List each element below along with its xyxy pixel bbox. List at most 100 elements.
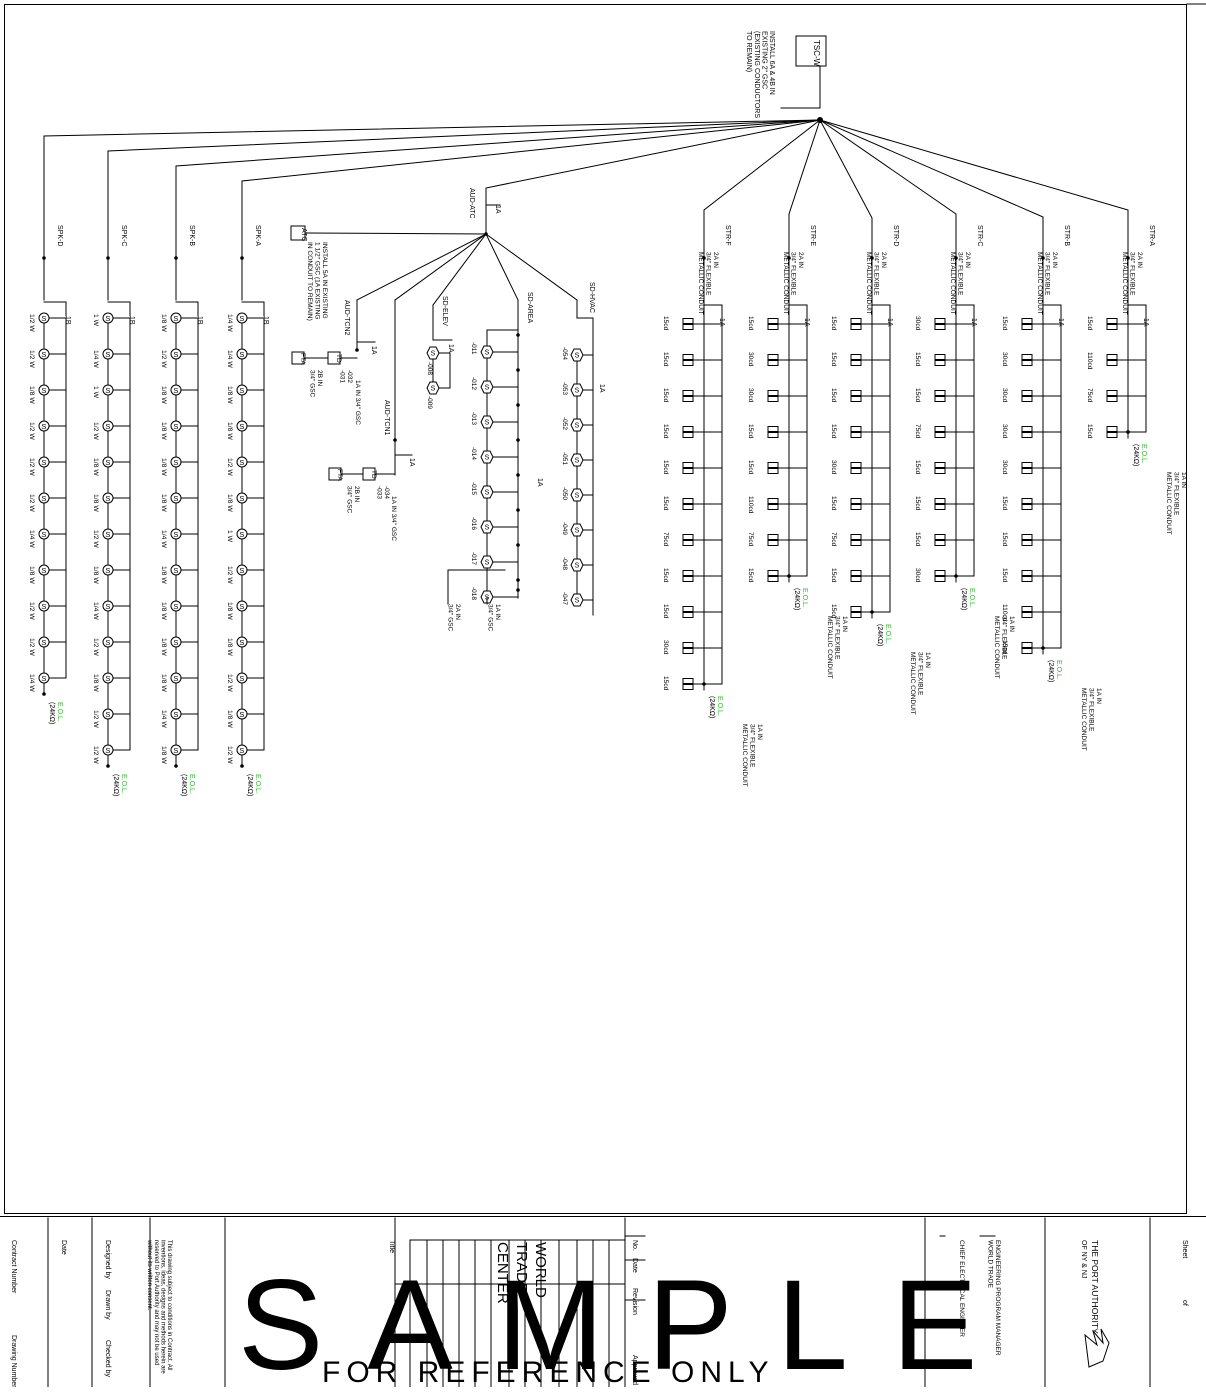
- strobe-icon: [850, 318, 862, 324]
- emblem-icon: [1084, 1328, 1110, 1368]
- device-id: -050: [561, 487, 568, 500]
- eol-resistor: (24KΩ): [876, 624, 883, 646]
- chief-engineer-label: CHIEF ELECTRICAL ENGINEER: [958, 1240, 965, 1337]
- speaker-glyph: S: [41, 530, 46, 539]
- strobe-icon: [682, 390, 694, 396]
- candela-rating: 75cd: [830, 532, 837, 547]
- circuit-label: SPK-B: [188, 225, 195, 246]
- strobe-icon: [934, 540, 946, 546]
- link-label: 1B: [196, 316, 203, 325]
- strobe-icon: [682, 642, 694, 648]
- candela-rating: 15cd: [1001, 316, 1008, 331]
- candela-rating: 15cd: [1001, 532, 1008, 547]
- return-conduit: 3/4" FLEXIBLE: [1172, 472, 1179, 516]
- circuit-label: STR-E: [809, 225, 816, 246]
- device-id: -054: [561, 347, 568, 360]
- conduit-label: 3/4" GSC: [345, 486, 352, 514]
- junction-dot: [870, 610, 874, 614]
- wire: [485, 119, 821, 234]
- speaker-wattage: 1/4 W: [92, 350, 99, 368]
- junction-dot: [516, 333, 520, 337]
- eol-label: E.O.L.: [884, 624, 891, 644]
- designed-by-label: Designed by: [104, 1240, 111, 1279]
- return-conduit: 3/4" FLEXIBLE: [1087, 688, 1094, 732]
- candela-rating: 30cd: [747, 388, 754, 403]
- return-conduit: 1A IN: [756, 724, 763, 740]
- speaker-glyph: S: [239, 746, 244, 755]
- junction-dot: [240, 764, 244, 768]
- strobe-icon: [682, 678, 694, 684]
- port-authority-logo: THE PORT AUTHORITY: [1090, 1240, 1100, 1334]
- strobe-icon: [934, 318, 946, 330]
- return-conduit: METALLIC CONDUIT: [993, 616, 1000, 679]
- smoke-detector-icon: S: [426, 381, 440, 395]
- speaker-glyph: S: [105, 530, 110, 539]
- strobe-icon: [934, 504, 946, 510]
- candela-rating: 15cd: [662, 568, 669, 583]
- strobe-icon: [1106, 396, 1118, 402]
- strobe-icon: [850, 396, 862, 402]
- strobe-icon: [850, 360, 862, 366]
- speaker-wattage: 1/2 W: [28, 458, 35, 476]
- device-id: -012: [470, 377, 477, 390]
- strobe-icon: [934, 360, 946, 366]
- speaker-glyph: S: [173, 422, 178, 431]
- speaker-glyph: S: [105, 638, 110, 647]
- speaker-icon: S: [236, 708, 248, 720]
- strobe-icon: [767, 576, 779, 582]
- strobe-icon: [934, 318, 946, 324]
- strobe-icon: [767, 534, 779, 546]
- fta-label: FTA: [299, 353, 306, 365]
- strobe-icon: [767, 504, 779, 510]
- feed-conduit: 3/4" FLEXIBLE: [872, 252, 879, 296]
- title-label: Title: [388, 1240, 395, 1253]
- strobe-icon: [682, 360, 694, 366]
- strobe-icon: [1106, 318, 1118, 324]
- circuit-label: SD-AREA: [526, 292, 533, 323]
- speaker-glyph: S: [173, 314, 178, 323]
- speaker-glyph: S: [173, 746, 178, 755]
- speaker-icon: S: [236, 744, 248, 756]
- strobe-icon: [1021, 648, 1033, 654]
- candela-rating: 15cd: [914, 496, 921, 511]
- circuit-label: SD-HVAC: [588, 282, 595, 313]
- strobe-icon: [682, 642, 694, 654]
- speaker-icon: S: [170, 312, 182, 324]
- revision-label: Revision: [631, 1288, 638, 1315]
- feed-conduit: 2A IN: [1051, 252, 1058, 268]
- strobe-icon: [767, 390, 779, 402]
- strobe-icon: [934, 468, 946, 474]
- detector-glyph: S: [575, 563, 580, 570]
- wire: [819, 119, 1129, 258]
- speaker-icon: S: [38, 492, 50, 504]
- candela-rating: 30cd: [914, 568, 921, 583]
- strobe-icon: [850, 426, 862, 432]
- speaker-icon: S: [170, 600, 182, 612]
- speaker-wattage: 1/2 W: [92, 638, 99, 656]
- revision-date-label: Date: [631, 1258, 638, 1273]
- candela-rating: 15cd: [830, 352, 837, 367]
- device-id: -018: [470, 587, 477, 600]
- strobe-icon: [682, 468, 694, 474]
- speaker-glyph: S: [105, 566, 110, 575]
- speaker-icon: S: [170, 564, 182, 576]
- speaker-icon: S: [102, 312, 114, 324]
- detector-glyph: S: [431, 386, 436, 393]
- speaker-wattage: 1/2 W: [28, 314, 35, 332]
- strobe-icon: [1021, 318, 1033, 324]
- speaker-wattage: 1/8 W: [226, 710, 233, 728]
- strobe-icon: [682, 504, 694, 510]
- candela-rating: 15cd: [914, 460, 921, 475]
- circuit-label: AUD-TCN2: [343, 300, 350, 335]
- device-id: -049: [561, 522, 568, 535]
- candela-rating: 30cd: [1001, 352, 1008, 367]
- strobe-icon: [1106, 432, 1118, 438]
- return-conduit: 3/4" FLEXIBLE: [1000, 616, 1007, 660]
- strobe-icon: [682, 462, 694, 468]
- strobe-icon: [767, 354, 779, 366]
- strobe-icon: [682, 576, 694, 582]
- eol-resistor: (24KΩ): [48, 702, 55, 724]
